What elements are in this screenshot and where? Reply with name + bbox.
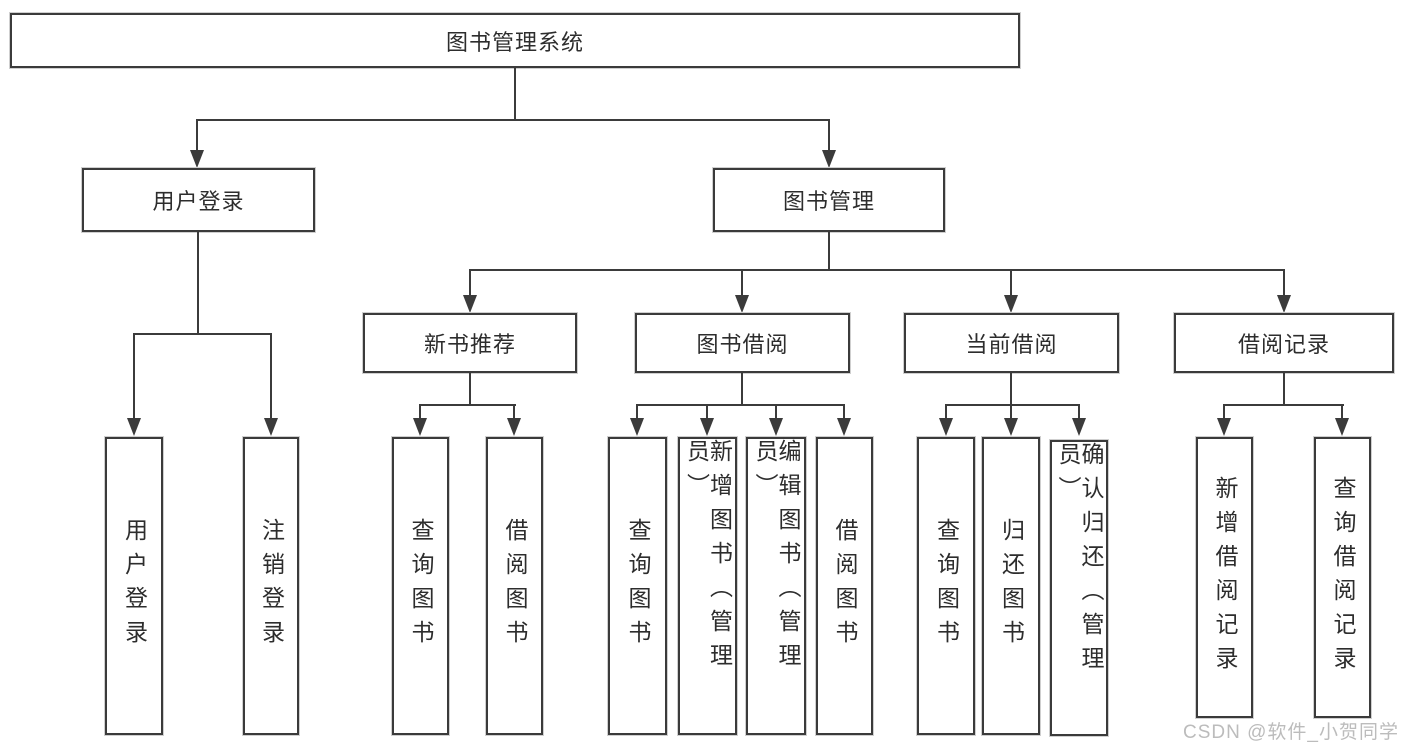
leaf-edit-books-admin-label: 编辑图书（管理员）	[752, 439, 801, 677]
leaf-return-books: 归还图书	[982, 437, 1040, 735]
arrow-down-icon	[837, 418, 851, 436]
connector-line	[775, 405, 777, 419]
connector-line	[196, 119, 830, 121]
arrow-down-icon	[939, 418, 953, 436]
arrow-down-icon	[1072, 418, 1086, 436]
csdn-watermark: CSDN @软件_小贺同学	[1183, 722, 1399, 743]
node-book-borrowing: 图书借阅	[635, 313, 850, 373]
connector-line	[636, 404, 845, 406]
arrow-down-icon	[1277, 295, 1291, 313]
connector-line	[945, 404, 1080, 406]
leaf-add-borrow-record-label: 新增借阅记录	[1212, 475, 1238, 680]
node-book-borrowing-label: 图书借阅	[696, 332, 789, 357]
leaf-recommend-borrow-books-label: 借阅图书	[502, 518, 528, 654]
arrow-down-icon	[190, 150, 204, 168]
connector-line	[1010, 373, 1012, 406]
connector-line	[469, 373, 471, 406]
connector-line	[469, 269, 1285, 271]
arrow-down-icon	[700, 418, 714, 436]
leaf-add-borrow-record: 新增借阅记录	[1196, 437, 1253, 718]
arrow-down-icon	[264, 418, 278, 436]
connector-line	[514, 68, 516, 121]
node-book-management: 图书管理	[713, 168, 945, 232]
leaf-logout: 注销登录	[243, 437, 299, 735]
connector-line	[636, 405, 638, 419]
leaf-current-query-books-label: 查询图书	[933, 518, 960, 654]
arrow-down-icon	[822, 150, 836, 168]
node-root-label: 图书管理系统	[445, 29, 584, 55]
connector-line	[419, 404, 516, 406]
connector-line	[1223, 404, 1344, 406]
connector-line	[197, 232, 199, 335]
arrow-down-icon	[1004, 418, 1018, 436]
connector-line	[1078, 405, 1080, 419]
leaf-borrowing-query-books: 查询图书	[608, 437, 667, 735]
node-book-management-label: 图书管理	[782, 189, 875, 214]
node-user-login-label: 用户登录	[152, 189, 245, 214]
node-borrow-records-label: 借阅记录	[1237, 332, 1330, 357]
node-new-book-recommend-label: 新书推荐	[423, 332, 516, 357]
connector-line	[270, 334, 272, 419]
connector-line	[843, 405, 845, 419]
node-current-borrowing: 当前借阅	[904, 313, 1119, 373]
arrow-down-icon	[735, 295, 749, 313]
leaf-add-books-admin: 新增图书（管理员）	[678, 437, 737, 735]
leaf-query-borrow-record-label: 查询借阅记录	[1330, 475, 1356, 680]
connector-line	[1283, 270, 1285, 296]
leaf-borrowing-query-books-label: 查询图书	[625, 518, 651, 654]
leaf-return-books-label: 归还图书	[998, 518, 1025, 654]
leaf-borrowing-borrow-books-label: 借阅图书	[832, 518, 858, 654]
arrow-down-icon	[507, 418, 521, 436]
node-new-book-recommend: 新书推荐	[363, 313, 577, 373]
connector-line	[741, 270, 743, 296]
connector-line	[1010, 405, 1012, 419]
arrow-down-icon	[1004, 295, 1018, 313]
leaf-recommend-borrow-books: 借阅图书	[486, 437, 543, 735]
node-user-login: 用户登录	[82, 168, 315, 232]
connector-line	[133, 333, 272, 335]
leaf-recommend-query-books-label: 查询图书	[408, 518, 434, 654]
leaf-confirm-return-admin: 确认归还（管理员）	[1050, 440, 1108, 736]
node-current-borrowing-label: 当前借阅	[965, 332, 1058, 357]
arrow-down-icon	[463, 295, 477, 313]
connector-line	[133, 334, 135, 419]
connector-line	[828, 120, 830, 151]
connector-line	[828, 232, 830, 271]
connector-line	[1283, 373, 1285, 406]
leaf-user-login-label: 用户登录	[121, 518, 148, 654]
leaf-confirm-return-admin-label: 确认归还（管理员）	[1055, 442, 1104, 680]
connector-line	[196, 120, 198, 151]
connector-line	[513, 405, 515, 419]
arrow-down-icon	[1335, 418, 1349, 436]
connector-line	[469, 270, 471, 296]
arrow-down-icon	[630, 418, 644, 436]
connector-line	[1010, 270, 1012, 296]
connector-line	[741, 373, 743, 406]
connector-line	[419, 405, 421, 419]
connector-line	[1341, 405, 1343, 419]
connector-line	[706, 405, 708, 419]
node-root: 图书管理系统	[10, 13, 1020, 68]
leaf-borrowing-borrow-books: 借阅图书	[816, 437, 873, 735]
node-borrow-records: 借阅记录	[1174, 313, 1394, 373]
connector-line	[945, 405, 947, 419]
leaf-query-borrow-record: 查询借阅记录	[1314, 437, 1371, 718]
arrow-down-icon	[769, 418, 783, 436]
arrow-down-icon	[127, 418, 141, 436]
leaf-logout-label: 注销登录	[258, 518, 285, 654]
arrow-down-icon	[413, 418, 427, 436]
connector-line	[1223, 405, 1225, 419]
leaf-user-login: 用户登录	[105, 437, 163, 735]
leaf-edit-books-admin: 编辑图书（管理员）	[746, 437, 806, 735]
leaf-add-books-admin-label: 新增图书（管理员）	[683, 439, 733, 677]
arrow-down-icon	[1217, 418, 1231, 436]
leaf-current-query-books: 查询图书	[917, 437, 975, 735]
leaf-recommend-query-books: 查询图书	[392, 437, 449, 735]
